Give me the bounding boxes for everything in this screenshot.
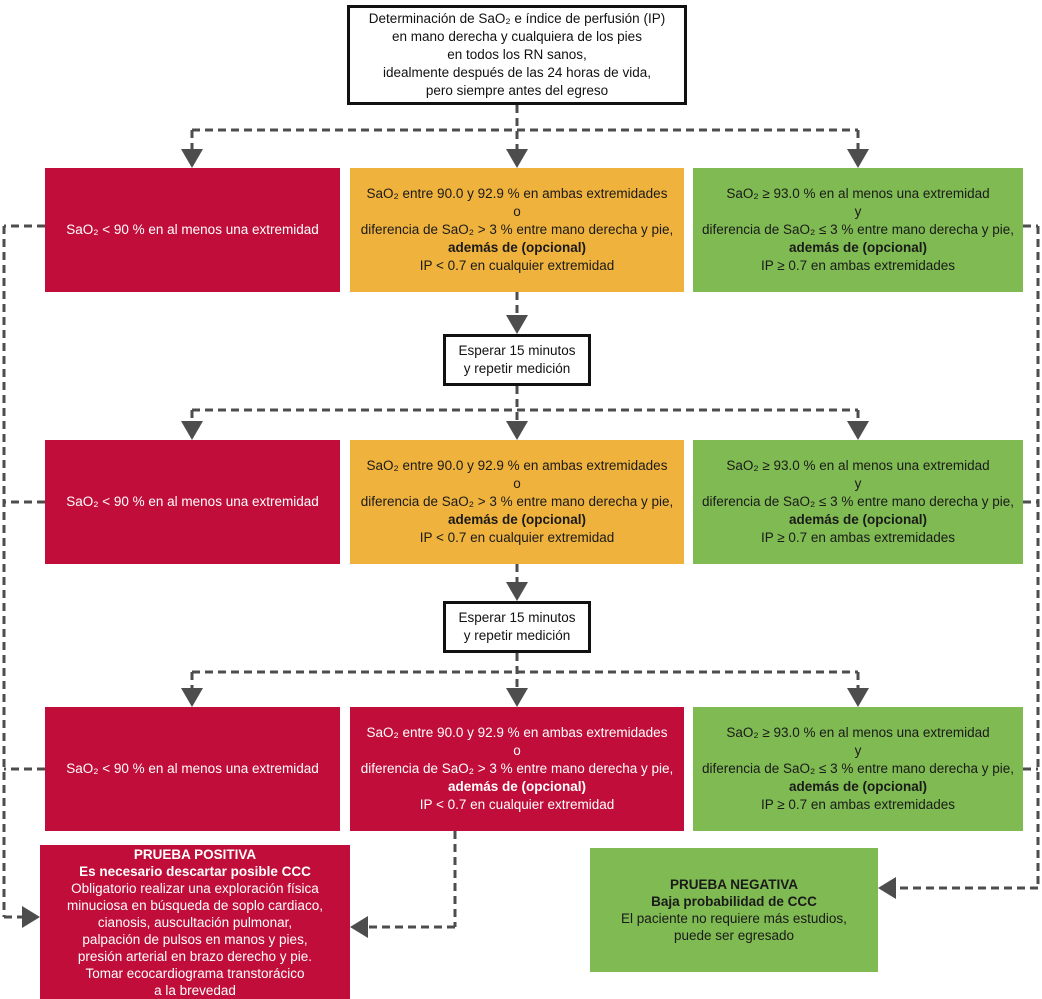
text-line: IP < 0.7 en cualquier extremidad	[419, 529, 615, 545]
text-line: además de (opcional)	[788, 239, 928, 255]
arrowhead-down-icon	[506, 315, 528, 334]
outcome-low-sao2-row2: SaO₂ < 90 % en al menos una extremidad	[45, 440, 340, 564]
text-line: en todos los RN sanos,	[447, 47, 587, 63]
text-line: además de (opcional)	[788, 511, 928, 527]
outcome-intermediate-row2: SaO₂ entre 90.0 y 92.9 % en ambas extrem…	[350, 440, 684, 564]
row3-mid-to-positive-connector	[368, 831, 457, 929]
text-line: IP ≥ 0.7 en ambas extremidades	[760, 796, 956, 812]
text-line: Es necesario descartar posible CCC	[79, 863, 311, 879]
text-line: diferencia de SaO₂ ≤ 3 % entre mano dere…	[701, 494, 1015, 510]
result-negative-box: PRUEBA NEGATIVA Baja probabilidad de CCC E…	[590, 848, 878, 972]
text-line: IP < 0.7 en cualquier extremidad	[419, 257, 615, 273]
text-line: y repetir medición	[463, 628, 571, 643]
start-box: Determinación de SaO₂ e índice de perfus…	[347, 5, 687, 105]
text-line: IP ≥ 0.7 en ambas extremidades	[760, 257, 956, 273]
text-line: El paciente no requiere más estudios,	[621, 911, 847, 926]
text-line: presión arterial en brazo derecho y pie.	[77, 948, 313, 964]
arrowhead-down-icon	[847, 688, 869, 707]
text-line: SaO₂ ≥ 93.0 % en al menos una extremidad	[726, 458, 990, 474]
arrowhead-down-icon	[181, 149, 203, 168]
text-line: y repetir medición	[463, 361, 571, 376]
arrowhead-down-icon	[847, 149, 869, 168]
text-line: a la brevedad	[154, 982, 236, 998]
arrowhead-left-icon	[350, 916, 368, 938]
text-line: SaO₂ entre 90.0 y 92.9 % en ambas extrem…	[366, 186, 668, 202]
text-line: y	[854, 743, 862, 759]
text-line: diferencia de SaO₂ ≤ 3 % entre mano dere…	[701, 222, 1015, 238]
outcome-low-sao2-row1: SaO₂ < 90 % en al menos una extremidad	[45, 168, 340, 292]
arrowhead-down-icon	[506, 421, 528, 440]
text-line: puede ser egresado	[673, 928, 795, 943]
arrowhead-down-icon	[506, 149, 528, 168]
text-line: IP < 0.7 en cualquier extremidad	[419, 796, 615, 812]
start-split-connector	[190, 105, 860, 149]
text-line: SaO₂ < 90 % en al menos una extremidad	[66, 761, 319, 777]
wait-box-2: Esperar 15 minutos y repetir medición	[443, 601, 591, 653]
text-line: Esperar 15 minutos	[458, 610, 576, 626]
text-line: PRUEBA POSITIVA	[133, 846, 257, 862]
outcome-intermediate-row1: SaO₂ entre 90.0 y 92.9 % en ambas extrem…	[350, 168, 684, 292]
wait2-split-connector	[190, 653, 860, 688]
text-line: además de (opcional)	[447, 511, 587, 527]
arrowhead-left-icon	[878, 877, 896, 899]
text-line: además de (opcional)	[447, 239, 587, 255]
outcome-low-sao2-row3: SaO₂ < 90 % en al menos una extremidad	[45, 707, 340, 831]
text-line: Obligatorio realizar una exploración fís…	[71, 880, 319, 896]
text-line: SaO₂ ≥ 93.0 % en al menos una extremidad	[726, 725, 990, 741]
text-line: minuciosa en búsqueda de soplo cardiaco,	[67, 897, 323, 913]
text-line: SaO₂ entre 90.0 y 92.9 % en ambas extrem…	[366, 725, 668, 741]
left-rail-to-positive-connector	[2, 224, 45, 919]
text-line: SaO₂ < 90 % en al menos una extremidad	[66, 222, 319, 238]
text-line: cianosis, auscultación pulmonar,	[97, 914, 293, 930]
text-line: SaO₂ ≥ 93.0 % en al menos una extremidad	[726, 186, 990, 202]
arrowhead-right-icon	[22, 906, 40, 928]
outcome-normal-row3: SaO₂ ≥ 93.0 % en al menos una extremidad…	[693, 707, 1023, 831]
text-line: idealmente después de las 24 horas de vi…	[383, 64, 651, 80]
text-line: o	[513, 743, 521, 759]
text-line: diferencia de SaO₂ ≤ 3 % entre mano dere…	[701, 761, 1015, 777]
text-line: SaO₂ < 90 % en al menos una extremidad	[66, 494, 319, 510]
arrowhead-down-icon	[181, 688, 203, 707]
text-line: SaO₂ entre 90.0 y 92.9 % en ambas extrem…	[366, 458, 668, 474]
text-line: pero siempre antes del egreso	[425, 82, 609, 98]
text-line: y	[854, 204, 862, 220]
arrowhead-down-icon	[506, 688, 528, 707]
arrowhead-down-icon	[506, 582, 528, 601]
text-line: o	[513, 204, 521, 220]
text-line: IP ≥ 0.7 en ambas extremidades	[760, 529, 956, 545]
text-line: palpación de pulsos en manos y pies,	[82, 931, 308, 947]
text-line: diferencia de SaO₂ > 3 % entre mano dere…	[360, 761, 674, 777]
outcome-normal-row2: SaO₂ ≥ 93.0 % en al menos una extremidad…	[693, 440, 1023, 564]
outcome-intermediate-row3: SaO₂ entre 90.0 y 92.9 % en ambas extrem…	[350, 707, 684, 831]
text-line: diferencia de SaO₂ > 3 % entre mano dere…	[360, 222, 674, 238]
text-line: Baja probabilidad de CCC	[651, 894, 817, 909]
text-line: además de (opcional)	[788, 778, 928, 794]
wait1-split-connector	[190, 386, 860, 421]
text-line: Determinación de SaO₂ e índice de perfus…	[368, 11, 666, 27]
wait-box-1: Esperar 15 minutos y repetir medición	[443, 334, 591, 386]
text-line: Tomar ecocardiograma transtorácico	[85, 965, 305, 981]
text-line: diferencia de SaO₂ > 3 % entre mano dere…	[360, 494, 674, 510]
text-line: PRUEBA NEGATIVA	[669, 877, 798, 892]
arrowhead-down-icon	[181, 421, 203, 440]
text-line: o	[513, 476, 521, 492]
text-line: Esperar 15 minutos	[458, 343, 576, 359]
text-line: y	[854, 476, 862, 492]
outcome-normal-row1: SaO₂ ≥ 93.0 % en al menos una extremidad…	[693, 168, 1023, 292]
arrowhead-down-icon	[847, 421, 869, 440]
text-line: además de (opcional)	[447, 778, 587, 794]
text-line: en mano derecha y cualquiera de los pies	[392, 29, 642, 45]
